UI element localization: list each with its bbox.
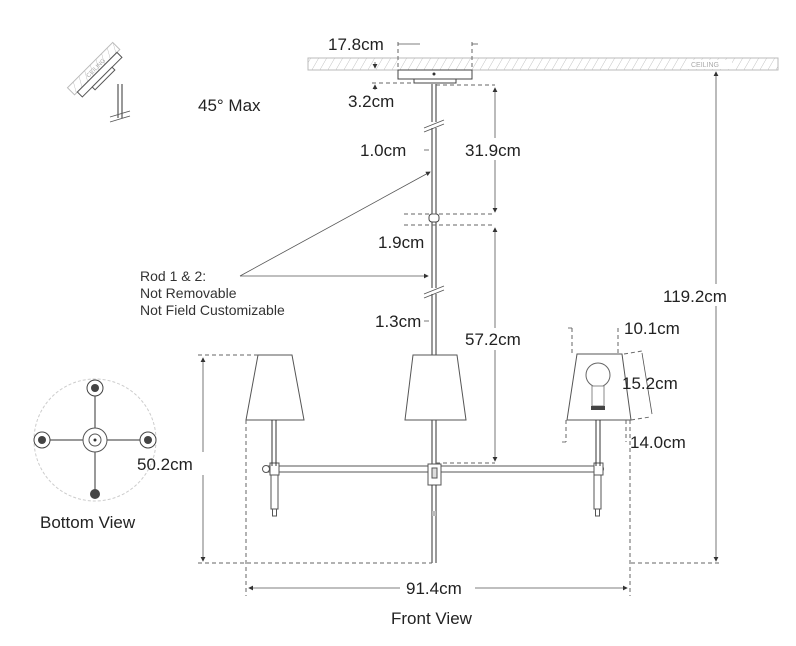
left-lamp bbox=[245, 354, 305, 517]
right-lamp bbox=[566, 353, 632, 517]
tilt-note: 45° Max bbox=[198, 96, 261, 115]
dim-canopy-width: 17.8cm bbox=[328, 35, 384, 54]
rod-note: Rod 1 & 2: Not Removable Not Field Custo… bbox=[140, 171, 431, 318]
arm bbox=[262, 462, 604, 563]
svg-text:Rod 1 & 2:: Rod 1 & 2: bbox=[140, 268, 206, 284]
dim-fixture-height: 50.2cm bbox=[137, 455, 193, 474]
dim-canopy-height: 3.2cm bbox=[348, 92, 394, 111]
dim-rod-length-lower: 57.2cm bbox=[465, 330, 521, 349]
dim-rod-diameter-lower: 1.3cm bbox=[375, 312, 421, 331]
ceiling-label: CEILING bbox=[691, 62, 719, 69]
dim-shade-bottom: 14.0cm bbox=[630, 433, 686, 452]
dim-overall-width: 91.4cm bbox=[406, 579, 462, 598]
dim-rod-diameter-upper: 1.0cm bbox=[360, 141, 406, 160]
bottom-view: Bottom View bbox=[33, 378, 157, 532]
bottom-view-label: Bottom View bbox=[40, 513, 136, 532]
canopy bbox=[397, 69, 473, 84]
dim-shade-top: 10.1cm bbox=[624, 319, 680, 338]
dim-shade-height: 15.2cm bbox=[622, 374, 678, 393]
svg-text:Not Field Customizable: Not Field Customizable bbox=[140, 302, 285, 318]
ceiling: CEILING bbox=[307, 57, 779, 71]
dim-coupler-height: 1.9cm bbox=[378, 233, 424, 252]
center-lamp bbox=[404, 354, 467, 421]
dim-overall-height: 119.2cm bbox=[663, 287, 727, 306]
dim-rod-length-upper: 31.9cm bbox=[465, 141, 521, 160]
sloped-ceiling-icon: CEILING 45° Max bbox=[66, 41, 261, 123]
svg-text:Not Removable: Not Removable bbox=[140, 285, 237, 301]
front-view-label: Front View bbox=[391, 609, 473, 628]
